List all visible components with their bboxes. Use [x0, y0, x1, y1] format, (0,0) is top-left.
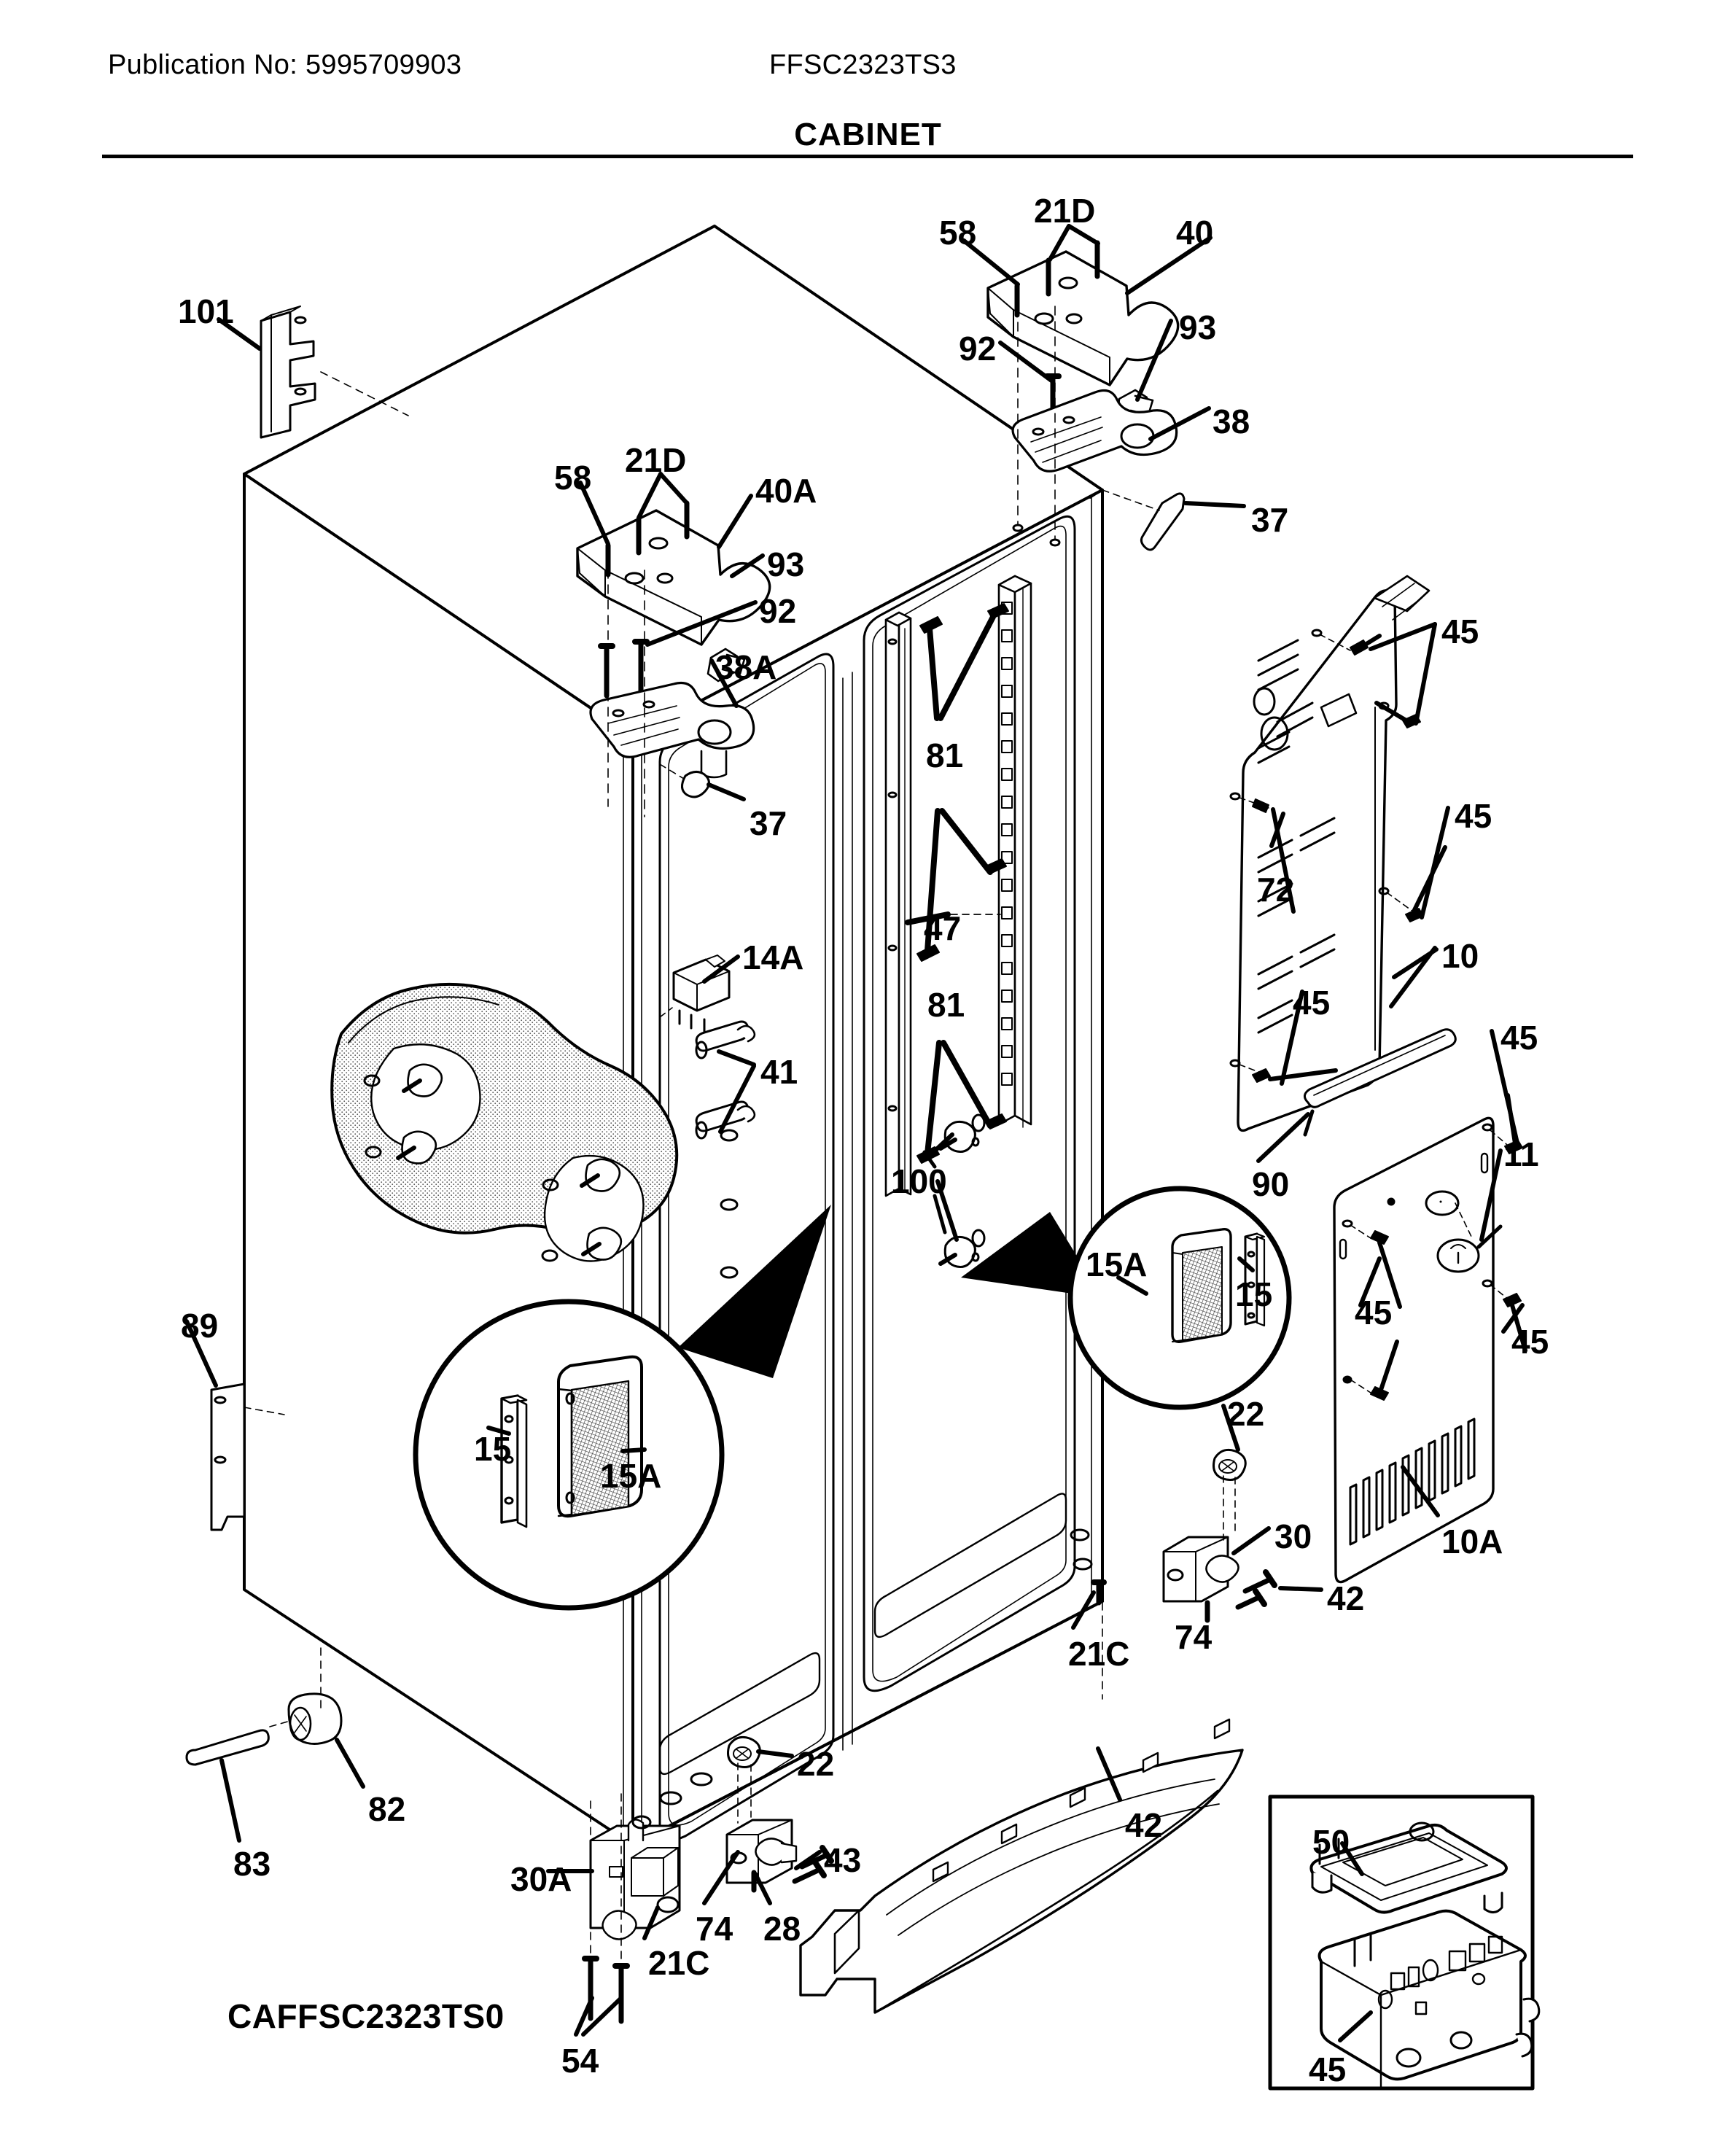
- callout-47: 47: [924, 909, 962, 947]
- callout-45-h: 72: [1257, 871, 1295, 909]
- callout-45-f: 45: [1355, 1294, 1393, 1331]
- callout-40A: 40A: [755, 472, 817, 510]
- callout-100: 100: [891, 1162, 947, 1200]
- callout-15A-right: 15A: [1086, 1245, 1148, 1283]
- part-72-kickplate: [799, 1718, 1244, 2014]
- page-title: CABINET: [794, 117, 942, 152]
- callout-54: 50: [1312, 1823, 1350, 1861]
- callout-58-left: 58: [554, 459, 592, 497]
- callout-37-front: 37: [750, 804, 787, 842]
- magnifier-left: [413, 1205, 831, 1611]
- callout-28: 21C: [648, 1944, 710, 1982]
- callout-74-right: 74: [1175, 1618, 1213, 1656]
- callout-92-left: 92: [759, 592, 797, 630]
- part-41-plugs: [695, 1020, 756, 1140]
- callout-22-right: 22: [1227, 1395, 1265, 1433]
- part-30A-bracket: [725, 1735, 834, 1893]
- hinge-assembly-top-left: [576, 500, 771, 817]
- callout-45-a: 45: [1441, 613, 1479, 650]
- callout-10A: 10A: [1441, 1523, 1503, 1560]
- part-101-bracket: [260, 306, 409, 439]
- callout-11: 11: [1503, 1135, 1539, 1173]
- part-30-bracket-right: [1162, 1448, 1277, 1623]
- cabinet-insulation-pad: [330, 982, 679, 1262]
- callout-22-bottom: 22: [797, 1745, 835, 1783]
- part-37-front: [659, 763, 710, 798]
- callout-90: 90: [1252, 1165, 1290, 1203]
- part-10-back-panel: [1229, 575, 1447, 1132]
- callout-58-top: 58: [939, 214, 977, 252]
- callout-81-upper: 81: [926, 736, 964, 774]
- callout-43: 30A: [510, 1860, 572, 1898]
- part-37-top: [1102, 489, 1186, 551]
- callout-15-left: 15: [474, 1430, 512, 1468]
- part-83-pin: [185, 1720, 291, 1766]
- part-90-rail: [1303, 1028, 1457, 1137]
- callout-45-c: 45: [1455, 797, 1492, 835]
- cabinet-base-detail: [658, 1493, 1093, 1805]
- callout-41: 41: [760, 1053, 798, 1091]
- callout-72: 42: [1125, 1806, 1163, 1844]
- part-82-roller: [287, 1647, 343, 1745]
- header-divider: [102, 155, 1633, 158]
- part-89-bracket: [210, 1383, 285, 1531]
- callout-21C-bottom: 54: [561, 2042, 599, 2080]
- callout-93-top: 93: [1179, 308, 1217, 346]
- callout-30A: 74: [696, 1910, 733, 1948]
- part-21C-screw-center: [1091, 1579, 1107, 1700]
- callout-42-right: 42: [1327, 1579, 1365, 1617]
- callout-82: 82: [368, 1790, 406, 1828]
- callout-38: 38: [1213, 403, 1250, 440]
- callout-89: 89: [181, 1307, 219, 1345]
- part-81-screws: [916, 603, 1009, 1164]
- callout-15A-left: 15A: [600, 1457, 662, 1495]
- inset-control-board: [1268, 1795, 1541, 2091]
- footer-model-id: CAFFSC2323TS0: [227, 1997, 505, 2035]
- callout-14A: 14A: [742, 938, 804, 976]
- model-number: FFSC2323TS3: [769, 50, 957, 80]
- callout-10: 10: [1441, 937, 1479, 975]
- callout-45-e: 45: [1500, 1019, 1538, 1057]
- callout-37-top: 37: [1251, 501, 1289, 539]
- callout-50: 45: [1309, 2050, 1347, 2088]
- hinge-assembly-top-right: [986, 240, 1180, 547]
- callout-45-g: 45: [1511, 1323, 1549, 1361]
- callout-40: 40: [1176, 214, 1214, 252]
- callout-74-bottom: 28: [763, 1910, 801, 1948]
- callout-21D-top: 21D: [1034, 192, 1096, 230]
- callout-42-bottom: 43: [824, 1841, 862, 1879]
- callout-45-d: 45: [1293, 984, 1331, 1022]
- publication-number: Publication No: 5995709903: [108, 50, 462, 80]
- callout-38A: 38A: [715, 648, 777, 686]
- callout-21C-center: 21C: [1068, 1635, 1130, 1673]
- callout-93-left: 93: [767, 545, 805, 583]
- part-43-28-leg: [582, 1793, 681, 2024]
- leader-lines: [184, 224, 1525, 2037]
- part-47-81-shelf-supports: [884, 575, 1032, 1197]
- callout-92-top: 92: [959, 330, 997, 368]
- callout-21D-left: 21D: [625, 441, 687, 479]
- magnifier-right: [961, 1186, 1292, 1410]
- part-100-plugs: [922, 1113, 986, 1268]
- callout-81-lower: 81: [927, 986, 965, 1024]
- callout-15-right: 15: [1235, 1275, 1273, 1313]
- callout-30: 30: [1274, 1517, 1312, 1555]
- callout-101: 101: [178, 292, 234, 330]
- callout-83: 83: [233, 1845, 271, 1883]
